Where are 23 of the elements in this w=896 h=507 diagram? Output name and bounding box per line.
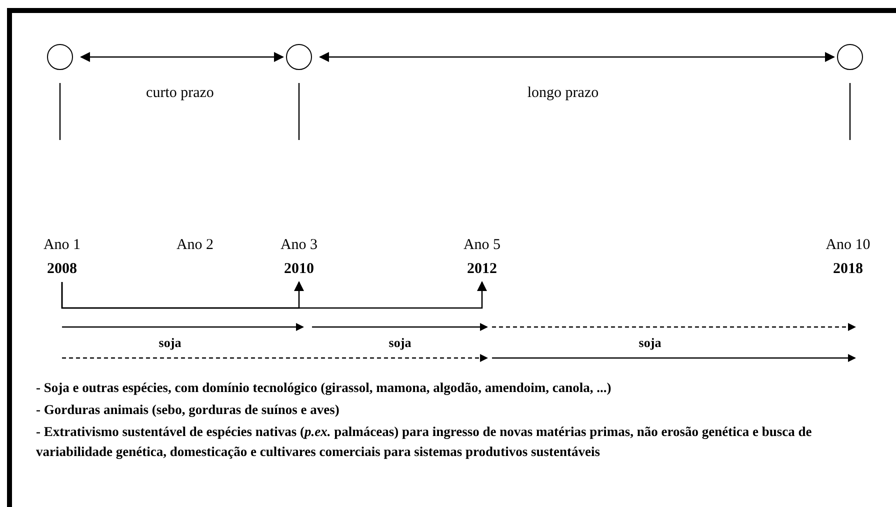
crop-label: soja xyxy=(388,335,412,351)
arrow xyxy=(61,281,487,309)
crop-label: soja xyxy=(638,335,662,351)
year-number: 2012 xyxy=(467,260,497,278)
year-number: 2008 xyxy=(47,260,77,278)
arrow xyxy=(80,52,284,62)
arrow xyxy=(319,52,835,62)
bullet-text: - Soja e outras espécies, com domínio tecnológico (girassol, mamona, algodão, amendoim, canola, ...) xyxy=(36,379,612,397)
year-number: 2018 xyxy=(833,260,863,278)
timeline-circle xyxy=(837,44,863,70)
bullet-text: - Extrativismo sustentável de espécies nativas (p.ex. palmáceas) para ingresso de novas matérias primas, não erosão genética e busca de variabilidade genética, domesticação e cultivares comerciais para sistemas produtivos sustentáveis xyxy=(36,423,813,461)
edge-label: longo prazo xyxy=(527,84,599,102)
timeline-circle xyxy=(47,44,73,70)
edge-label: curto prazo xyxy=(146,84,214,102)
year-label: Ano 2 xyxy=(176,236,214,254)
year-label: Ano 1 xyxy=(43,236,81,254)
year-label: Ano 10 xyxy=(826,236,870,254)
crop-label: soja xyxy=(158,335,182,351)
bullet-text: - Gorduras animais (sebo, gorduras de suínos e aves) xyxy=(36,401,340,419)
year-label: Ano 5 xyxy=(463,236,501,254)
year-label: Ano 3 xyxy=(280,236,318,254)
year-number: 2010 xyxy=(284,260,314,278)
timeline-circle xyxy=(286,44,312,70)
